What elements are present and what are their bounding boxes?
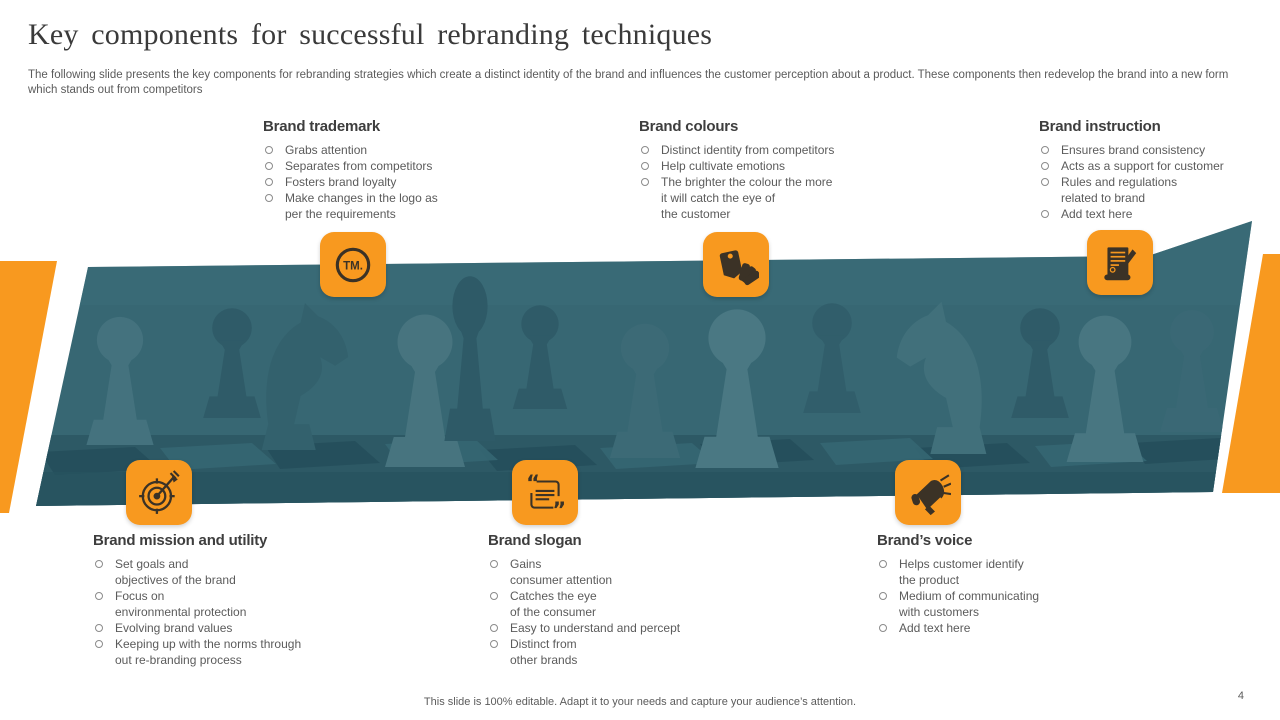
bullet-text: Add text here [899, 621, 971, 635]
section-title: Brand trademark [263, 118, 381, 135]
section-title: Brand colours [639, 118, 739, 135]
bullet-text: Separates from competitors [285, 159, 433, 173]
bullet-text: Focus on environmental protection [115, 589, 247, 619]
bullet-text: Catches the eye of the consumer [510, 589, 597, 619]
section-title: Brand slogan [488, 532, 582, 549]
rules-document-icon [1087, 230, 1153, 295]
bullet-item: Fosters brand loyalty [263, 174, 498, 190]
section-brand-mission-and-utility: Brand mission and utility Set goals and … [93, 532, 343, 668]
bullet-item: Evolving brand values [93, 620, 343, 636]
bullet-marker [490, 592, 498, 600]
bullet-text: Gains consumer attention [510, 557, 613, 587]
bullet-text: Add text here [1061, 207, 1133, 221]
bullet-item: Grabs attention [263, 142, 498, 158]
bullet-marker [265, 178, 273, 186]
bullet-text: Keeping up with the norms through out re… [115, 637, 302, 667]
bullet-marker [1041, 146, 1049, 154]
bullet-text: Grabs attention [285, 143, 368, 157]
bullet-item: Helps customer identify the product [877, 556, 1107, 588]
bullet-text: Helps customer identify the product [899, 557, 1024, 587]
bullet-marker [1041, 162, 1049, 170]
section-brand-instruction: Brand instruction Ensures brand consiste… [1039, 118, 1269, 222]
bullet-text: Make changes in the logo as per the requ… [285, 191, 438, 221]
bullet-marker [265, 194, 273, 202]
trademark-icon: TM. [320, 232, 386, 297]
section-brands-voice: Brand’s voice Helps customer identify th… [877, 532, 1107, 636]
page-title: Key components for successful rebranding… [28, 18, 713, 51]
bullet-marker [265, 146, 273, 154]
bullet-text: The brighter the colour the more it will… [661, 175, 833, 221]
colour-swatches-icon [703, 232, 769, 297]
svg-text:“: “ [526, 470, 540, 494]
bullet-item: Set goals and objectives of the brand [93, 556, 343, 588]
bullet-item: Make changes in the logo as per the requ… [263, 190, 498, 222]
bullet-marker [490, 560, 498, 568]
bullet-text: Rules and regulations related to brand [1061, 175, 1178, 205]
bullet-marker [641, 178, 649, 186]
bullet-item: Gains consumer attention [488, 556, 728, 588]
section-title: Brand mission and utility [93, 532, 268, 549]
bullet-item: Easy to understand and percept [488, 620, 728, 636]
bullet-text: Acts as a support for customer [1061, 159, 1224, 173]
bullet-item: Focus on environmental protection [93, 588, 343, 620]
page-subtitle: The following slide presents the key com… [28, 69, 1229, 96]
section-title: Brand’s voice [877, 532, 973, 549]
bullet-item: Separates from competitors [263, 158, 498, 174]
bullet-text: Medium of communicating with customers [899, 589, 1040, 619]
bullet-marker [265, 162, 273, 170]
bullet-marker [95, 640, 103, 648]
bullet-marker [879, 624, 887, 632]
svg-text:”: ” [552, 498, 566, 516]
footer-note: This slide is 100% editable. Adapt it to… [423, 696, 857, 708]
bullet-marker [641, 162, 649, 170]
bullet-marker [95, 592, 103, 600]
bullet-item: Add text here [877, 620, 1107, 636]
target-dart-icon [126, 460, 192, 525]
section-title: Brand instruction [1039, 118, 1161, 135]
bullet-marker [490, 640, 498, 648]
svg-text:TM.: TM. [343, 260, 363, 272]
bullet-marker [879, 592, 887, 600]
bullet-marker [641, 146, 649, 154]
section-brand-colours: Brand colours Distinct identity from com… [639, 118, 879, 222]
bullet-item: Keeping up with the norms through out re… [93, 636, 343, 668]
bullet-marker [490, 624, 498, 632]
bullet-item: Add text here [1039, 206, 1269, 222]
bullet-item: Help cultivate emotions [639, 158, 879, 174]
bullet-item: Acts as a support for customer [1039, 158, 1269, 174]
bullet-marker [879, 560, 887, 568]
bullet-item: Distinct from other brands [488, 636, 728, 668]
bullet-text: Help cultivate emotions [661, 159, 786, 173]
bullet-text: Set goals and objectives of the brand [115, 557, 236, 587]
bullet-item: The brighter the colour the more it will… [639, 174, 879, 222]
bullet-text: Distinct identity from competitors [661, 143, 835, 157]
bullet-marker [95, 560, 103, 568]
bullet-item: Distinct identity from competitors [639, 142, 879, 158]
quote-slogan-icon: “ ” [512, 460, 578, 525]
bullet-text: Evolving brand values [115, 621, 233, 635]
bullet-text: Fosters brand loyalty [285, 175, 397, 189]
bullet-text: Ensures brand consistency [1061, 143, 1206, 157]
bullet-item: Rules and regulations related to brand [1039, 174, 1269, 206]
bullet-text: Distinct from other brands [510, 637, 578, 667]
bullet-item: Medium of communicating with customers [877, 588, 1107, 620]
megaphone-icon [895, 460, 961, 525]
bullet-marker [95, 624, 103, 632]
bullet-text: Easy to understand and percept [510, 621, 681, 635]
bullet-item: Catches the eye of the consumer [488, 588, 728, 620]
bullet-marker [1041, 210, 1049, 218]
bullet-marker [1041, 178, 1049, 186]
page-number: 4 [1237, 690, 1244, 702]
bullet-item: Ensures brand consistency [1039, 142, 1269, 158]
